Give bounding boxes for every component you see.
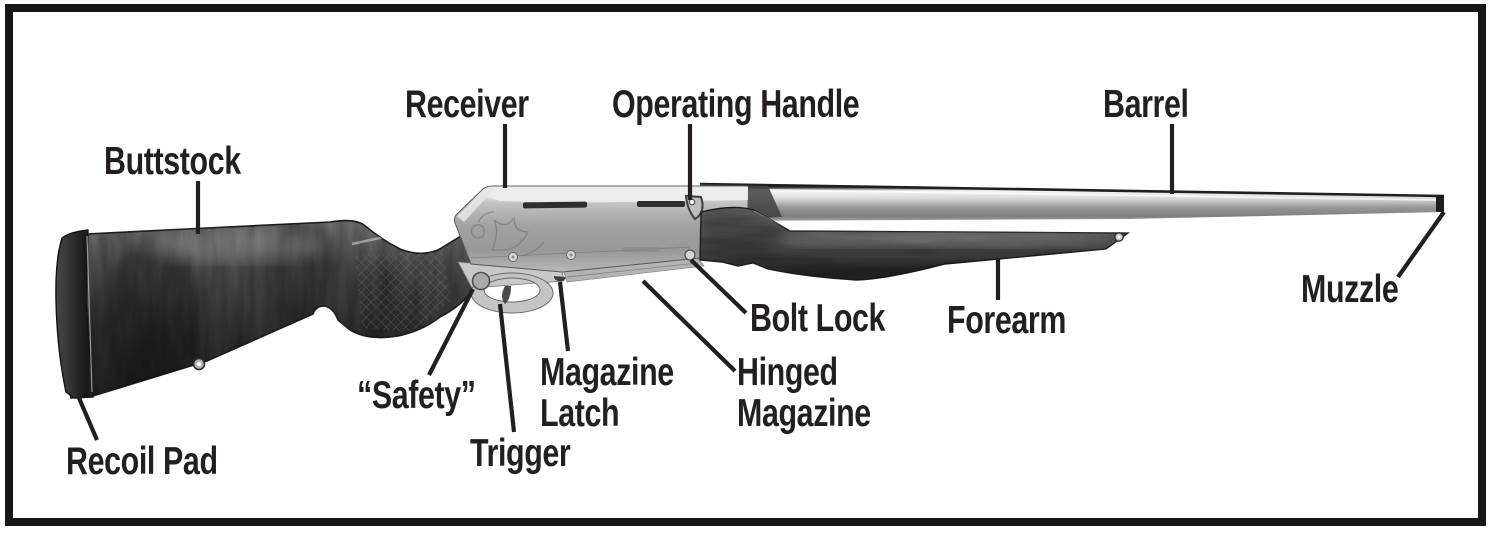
label-receiver: Receiver <box>405 83 529 126</box>
leader-magazine-latch <box>557 281 571 352</box>
leader-muzzle <box>1396 210 1446 279</box>
receiver-engraving <box>470 211 545 257</box>
trigger-blade <box>502 286 511 304</box>
label-operating-handle: Operating Handle <box>612 83 860 126</box>
barrel-shape <box>699 182 1445 221</box>
label-bolt-lock: Bolt Lock <box>750 297 886 340</box>
leader-safety <box>427 288 475 376</box>
label-recoil-pad: Recoil Pad <box>66 440 218 483</box>
pad-spacer-line <box>86 235 93 393</box>
label-buttstock: Buttstock <box>104 140 241 183</box>
leader-hinged-magazine <box>641 279 737 373</box>
label-trigger: Trigger <box>470 432 571 475</box>
grip-checkering <box>355 250 452 332</box>
leader-trigger <box>497 303 517 433</box>
trigger-guard-assembly <box>457 257 705 314</box>
safety-button <box>471 271 491 291</box>
recoil-pad-shape <box>55 229 94 399</box>
receiver-shape <box>453 185 749 273</box>
label-barrel: Barrel <box>1103 83 1189 126</box>
buttstock-shape <box>56 219 484 399</box>
label-hinged-magazine: Hinged Magazine <box>737 351 871 435</box>
receiver-top-band <box>478 187 748 203</box>
label-forearm: Forearm <box>947 299 1066 342</box>
operating-handle-shape <box>684 194 704 221</box>
rear-sling-stud <box>192 357 206 371</box>
label-muzzle: Muzzle <box>1301 268 1399 311</box>
label-magazine-latch: Magazine Latch <box>540 351 674 435</box>
front-sling-stud <box>1114 232 1124 242</box>
magazine-latch-tab <box>553 276 566 282</box>
label-safety: “Safety” <box>357 374 476 417</box>
leader-bolt-lock <box>689 258 748 315</box>
muzzle-tip <box>1436 195 1444 212</box>
bolt-rail-slot <box>637 201 685 207</box>
bolt-lock-button <box>684 249 696 261</box>
ejection-port-slot <box>522 201 588 209</box>
receiver-rollmark <box>622 247 660 252</box>
leader-lines <box>77 124 1446 441</box>
leader-recoil-pad <box>77 397 99 441</box>
